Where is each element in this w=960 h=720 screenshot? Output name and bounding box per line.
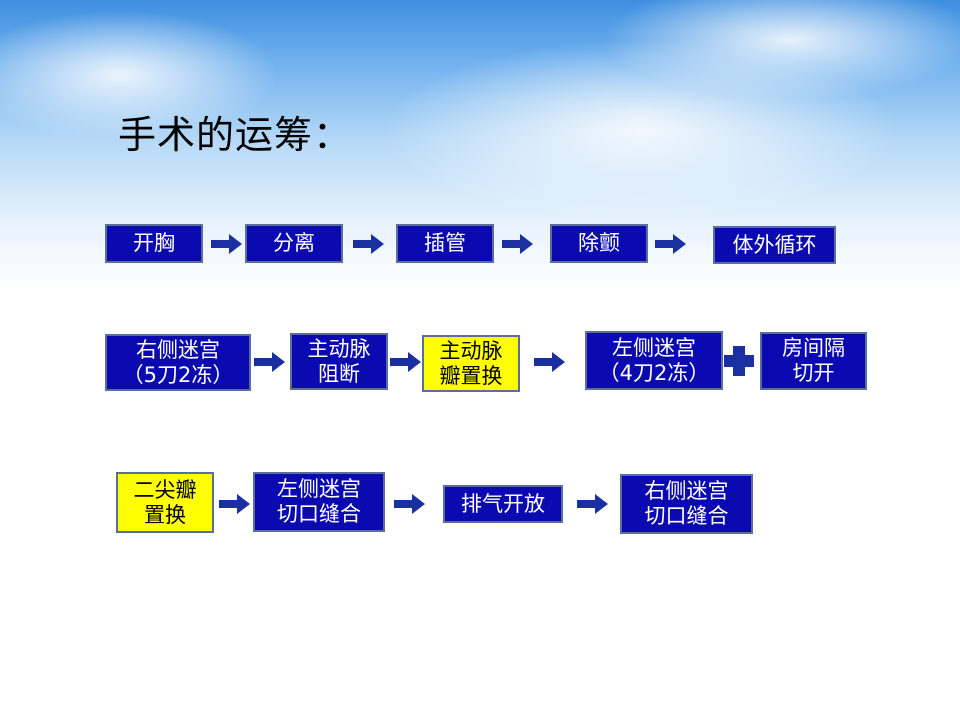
step-label-line1: 左侧迷宫 xyxy=(277,477,361,501)
step-label-line1: 主动脉 xyxy=(439,338,503,363)
step-label-line2: 切开 xyxy=(792,361,835,385)
step-left-maze: 左侧迷宫（4刀2冻） xyxy=(585,331,723,390)
step-label-line2: 阻断 xyxy=(318,361,360,386)
step-label-line2: （5刀2冻） xyxy=(122,362,234,387)
step-label-line2: 置换 xyxy=(144,502,186,527)
step-open-chest: 开胸 xyxy=(105,224,203,263)
step-label-line1: 右侧迷宫 xyxy=(644,479,729,503)
step-mitral-valve-replacement: 二尖瓣置换 xyxy=(116,472,214,533)
step-atrial-septum-incision: 房间隔切开 xyxy=(760,332,867,390)
step-label-line2: 切口缝合 xyxy=(277,502,361,526)
step-label: 除颤 xyxy=(578,231,620,255)
step-label: 开胸 xyxy=(133,231,175,255)
step-defibrillation: 除颤 xyxy=(550,224,648,263)
arrow-right-icon xyxy=(390,352,421,372)
step-label-line2: 瓣置换 xyxy=(439,363,503,388)
step-label-line1: 二尖瓣 xyxy=(133,477,197,502)
step-label: 体外循环 xyxy=(732,232,817,257)
step-left-maze-suture: 左侧迷宫切口缝合 xyxy=(253,472,385,532)
step-cpb: 体外循环 xyxy=(713,226,836,264)
step-deairing-release: 排气开放 xyxy=(443,485,563,523)
step-label-line1: 左侧迷宫 xyxy=(612,335,696,360)
step-label-line2: 切口缝合 xyxy=(644,504,729,528)
step-dissect: 分离 xyxy=(245,224,343,263)
arrow-right-icon xyxy=(353,234,384,254)
plus-icon xyxy=(724,346,754,376)
arrow-right-icon xyxy=(394,494,425,514)
step-right-maze-suture: 右侧迷宫切口缝合 xyxy=(620,474,753,534)
step-label-line1: 房间隔 xyxy=(782,336,845,360)
step-label: 插管 xyxy=(424,231,466,255)
arrow-right-icon xyxy=(219,494,250,514)
arrow-right-icon xyxy=(655,234,686,254)
background-cloud xyxy=(600,0,960,100)
arrow-right-icon xyxy=(211,234,242,254)
arrow-right-icon xyxy=(534,352,565,372)
arrow-right-icon xyxy=(254,352,285,372)
slide-title: 手术的运筹： xyxy=(118,113,353,157)
step-label-line1: 右侧迷宫 xyxy=(136,337,220,362)
step-label-line2: （4刀2冻） xyxy=(598,360,710,385)
step-cannulation: 插管 xyxy=(396,224,494,263)
step-label: 分离 xyxy=(273,231,315,255)
step-label-line1: 主动脉 xyxy=(307,336,371,361)
step-aortic-valve-replacement: 主动脉瓣置换 xyxy=(422,335,520,392)
arrow-right-icon xyxy=(577,494,608,514)
step-aortic-clamp: 主动脉阻断 xyxy=(290,333,388,390)
step-right-maze: 右侧迷宫（5刀2冻） xyxy=(105,334,251,391)
background-cloud xyxy=(0,10,280,140)
step-label: 排气开放 xyxy=(461,491,545,516)
arrow-right-icon xyxy=(502,234,533,254)
